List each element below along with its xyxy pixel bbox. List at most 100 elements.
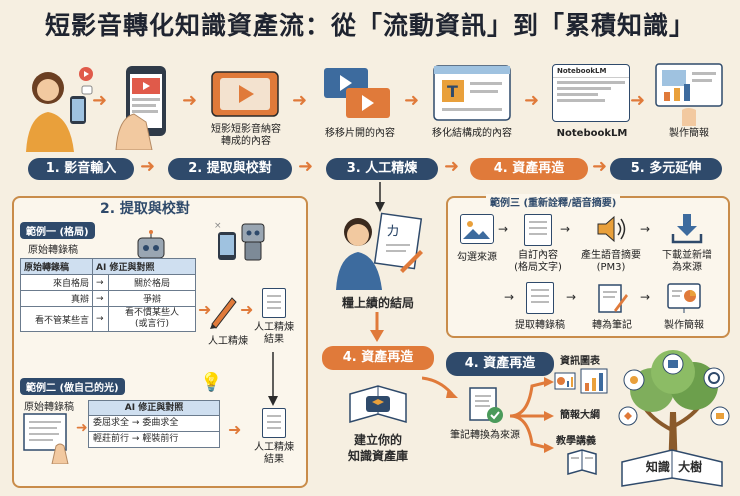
handout-icon xyxy=(566,446,598,478)
step-pill-2: 2. 提取與校對 xyxy=(168,158,292,180)
refine-result-label-2: 人工精煉 結果 xyxy=(254,442,294,465)
table-row: 來自格局→關於格局 xyxy=(20,274,196,291)
arrow-right-icon: ➜ xyxy=(592,156,608,177)
table-cell-arrow: → xyxy=(92,306,109,332)
knowledge-tree-illustration xyxy=(612,350,734,490)
step-pill-1: 1. 影音輸入 xyxy=(28,158,134,180)
document-icon xyxy=(262,288,286,318)
example-3-title: 範例三 (重新詮釋/語音摘要) xyxy=(486,194,621,209)
example-2-correction-box: AI 修正與對照 委屈求全 → 委曲求全 輕莊前行 → 輕裝前行 xyxy=(88,400,220,448)
asset-remake-pill-middle: 4. 資產再造 xyxy=(322,346,434,370)
arrow-down-icon xyxy=(268,352,278,406)
step-caption-3: 移化結構成的內容 xyxy=(432,128,512,139)
refine-result-label-1: 人工精煉 結果 xyxy=(254,322,294,345)
video-clips-icon xyxy=(320,66,398,122)
table-cell: 看不慣某些人 (或言行) xyxy=(108,306,196,332)
arrow-right-icon: ➜ xyxy=(140,156,156,177)
arrow-right-icon: → xyxy=(498,222,509,236)
lightbulb-icon: 💡 xyxy=(200,372,223,393)
arrow-right-icon: → xyxy=(640,290,651,304)
arrow-right-icon: ➜ xyxy=(92,90,108,111)
step-pill-3: 3. 人工精煉 xyxy=(326,158,438,180)
note-to-source-caption: 筆記轉換為來源 xyxy=(450,430,520,441)
arrow-right-icon: → xyxy=(640,222,651,236)
person-writing-illustration: カ xyxy=(322,210,432,290)
arrow-right-icon: → xyxy=(560,222,571,236)
speaker-icon xyxy=(594,214,628,244)
step-pill-4: 4. 資產再造 xyxy=(470,158,588,180)
knowledge-library-caption: 建立你的 知識資產庫 xyxy=(347,433,408,463)
image-source-icon xyxy=(460,214,494,244)
pen-icon xyxy=(206,292,240,330)
left-panel-title: 2. 提取與校對 xyxy=(100,201,190,217)
notebooklm-window-title: NotebookLM xyxy=(553,65,629,78)
example-2-head: AI 修正與對照 xyxy=(89,401,219,416)
step-convert-note: 轉為筆記 xyxy=(592,320,632,331)
step-caption-1: 短影短影音納容 轉成的內容 xyxy=(211,124,281,147)
svg-text:T: T xyxy=(447,82,458,101)
list-item: 輕莊前行 → 輕裝前行 xyxy=(93,434,179,444)
example-2-title: 範例二 (做自己的光) xyxy=(20,378,125,395)
arrow-right-icon: ➜ xyxy=(524,90,540,111)
table-header-ai: AI 修正與對照 xyxy=(92,258,196,275)
arrow-right-icon: ➜ xyxy=(630,90,646,111)
example-1-title: 範例一 (格局) xyxy=(20,222,95,239)
step-select-source: 勾選來源 xyxy=(457,252,497,263)
notebooklm-window: NotebookLM xyxy=(552,64,630,122)
step-custom-content: 自訂內容 (格局文字) xyxy=(514,250,562,273)
arrow-right-icon: ➜ xyxy=(182,90,198,111)
arrow-right-icon: ➜ xyxy=(298,156,314,177)
table-cell: 來自格局 xyxy=(20,274,93,291)
example-2-raw-label: 原始轉錄稿 xyxy=(24,402,74,413)
refine-result-caption: 糧上績的結局 xyxy=(341,296,414,310)
table-cell-arrow: → xyxy=(92,274,109,291)
document-icon xyxy=(524,214,552,246)
person-with-phone-illustration xyxy=(12,60,100,152)
note-check-icon xyxy=(466,386,506,426)
output-outline-label: 簡報大綱 xyxy=(560,410,600,421)
output-infographic xyxy=(554,370,610,394)
list-item: 委屈求全 → 委曲求全 xyxy=(89,416,219,432)
table-cell: 爭辯 xyxy=(108,290,196,307)
arrow-right-icon: ➜ xyxy=(228,420,242,439)
arrow-right-icon: ➜ xyxy=(240,300,254,319)
step-download-add: 下載並新增 為來源 xyxy=(662,250,712,273)
chart-icon xyxy=(580,368,608,394)
note-pen-icon xyxy=(596,282,628,314)
step-caption-5: 製作簡報 xyxy=(669,128,709,139)
hand-phone-illustration xyxy=(112,62,182,151)
arrow-right-icon: ➜ xyxy=(404,90,420,111)
table-header-raw: 原始轉錄稿 xyxy=(20,258,93,275)
branch-arrows xyxy=(508,376,554,456)
arrow-down-icon xyxy=(370,312,384,342)
svg-text:×: × xyxy=(214,221,222,231)
arrow-right-icon: → xyxy=(504,290,515,304)
arrow-right-icon: ➜ xyxy=(292,90,308,111)
asset-remake-pill-right: 4. 資產再造 xyxy=(446,352,554,376)
step-extract-transcript: 提取轉錄稿 xyxy=(515,320,565,331)
table-cell: 關於格局 xyxy=(108,274,196,291)
table-row: 看不管某些言→看不慣某些人 (或言行) xyxy=(20,306,196,332)
example-1-raw-label: 原始轉錄稿 xyxy=(28,245,78,256)
arrow-right-icon: ➜ xyxy=(444,156,460,177)
document-icon xyxy=(526,282,554,314)
step-caption-2: 移移片開的內容 xyxy=(325,128,395,139)
text-document-icon: T xyxy=(432,64,512,122)
document-icon xyxy=(262,408,286,438)
arrow-right-icon: ➜ xyxy=(76,420,88,436)
manual-refine-label: 人工精煉 xyxy=(208,336,248,347)
step-make-slides: 製作簡報 xyxy=(664,320,704,331)
page-title: 短影音轉化知識資產流：從「流動資訊」到「累積知識」 xyxy=(44,11,695,40)
arrow-right-icon: → xyxy=(566,290,577,304)
svg-text:カ: カ xyxy=(386,224,400,240)
table-row: 真辯→爭辯 xyxy=(20,290,196,307)
table-cell: 真辯 xyxy=(20,290,93,307)
book-icon xyxy=(346,376,410,428)
step-caption-4: NotebookLM xyxy=(556,128,628,139)
step-audio-summary: 產生語音摘要 (PM3) xyxy=(581,250,641,273)
slides-icon xyxy=(666,282,702,314)
arrow-down-icon xyxy=(375,182,385,212)
download-icon xyxy=(670,212,704,246)
output-infographic-label: 資訊圖表 xyxy=(560,356,600,367)
